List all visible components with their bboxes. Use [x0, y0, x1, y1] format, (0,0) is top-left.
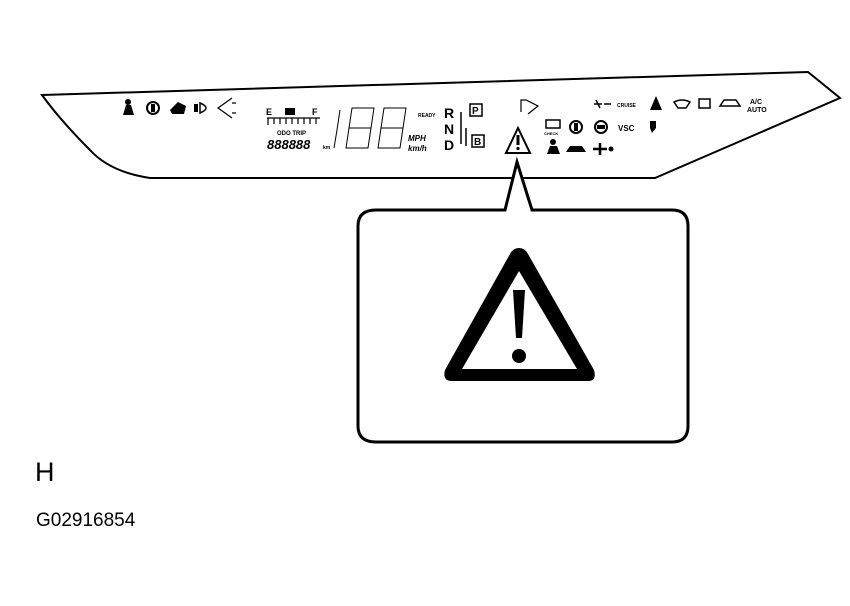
turn-right-arrow-icon — [520, 99, 540, 115]
door-open-icon — [566, 146, 586, 152]
recirculation-icon — [718, 99, 742, 107]
warning-triangle-icon — [444, 248, 595, 381]
odometer-unit: km — [323, 145, 331, 151]
gear-r: R — [444, 105, 454, 121]
headlight-icon — [194, 101, 207, 115]
oil-pressure-icon — [170, 102, 186, 114]
check-label: CHECK — [544, 131, 558, 136]
instrument-panel-outline — [40, 70, 842, 179]
shift-indicator — [460, 112, 467, 146]
figure-id: G02916854 — [36, 510, 136, 531]
kmh-unit: km/h — [408, 144, 427, 153]
gear-b: B — [474, 137, 481, 148]
odometer-display: 888888 — [267, 137, 311, 152]
gear-n: N — [444, 121, 454, 137]
passenger-airbag-icon — [650, 121, 656, 133]
check-engine-icon — [545, 119, 561, 129]
brake-icon — [146, 101, 160, 115]
fuel-full-label: F — [312, 107, 318, 117]
fuel-empty-label: E — [266, 107, 272, 117]
seatbelt-icon — [123, 99, 134, 115]
fog-light-icon — [594, 99, 611, 109]
warning-triangle-small-icon — [504, 125, 532, 154]
odo-trip-label: ODO TRIP — [277, 131, 306, 137]
hazard-heater-icon — [650, 96, 662, 110]
airbag-icon — [547, 139, 560, 154]
fuel-gauge-scale — [267, 117, 320, 125]
ac-indicator: A/C — [750, 99, 762, 106]
mph-unit: MPH — [408, 134, 426, 143]
master-warning-icon — [594, 120, 608, 134]
turn-left-arrow-icon — [216, 97, 236, 119]
fuel-pump-icon — [285, 108, 295, 115]
front-defroster-icon — [672, 99, 692, 109]
abs-icon — [569, 120, 583, 134]
gear-d: D — [444, 137, 454, 153]
rear-defroster-icon — [698, 98, 711, 109]
cruise-indicator: CRUISE — [617, 103, 637, 109]
view-label: H — [35, 457, 55, 487]
low-fuel-pump-icon — [593, 143, 607, 155]
vsc-indicator: VSC — [618, 124, 635, 133]
auto-indicator: AUTO — [747, 107, 767, 114]
gear-p: P — [472, 106, 479, 117]
speed-digits — [333, 107, 407, 149]
ready-indicator: READY — [418, 113, 436, 119]
